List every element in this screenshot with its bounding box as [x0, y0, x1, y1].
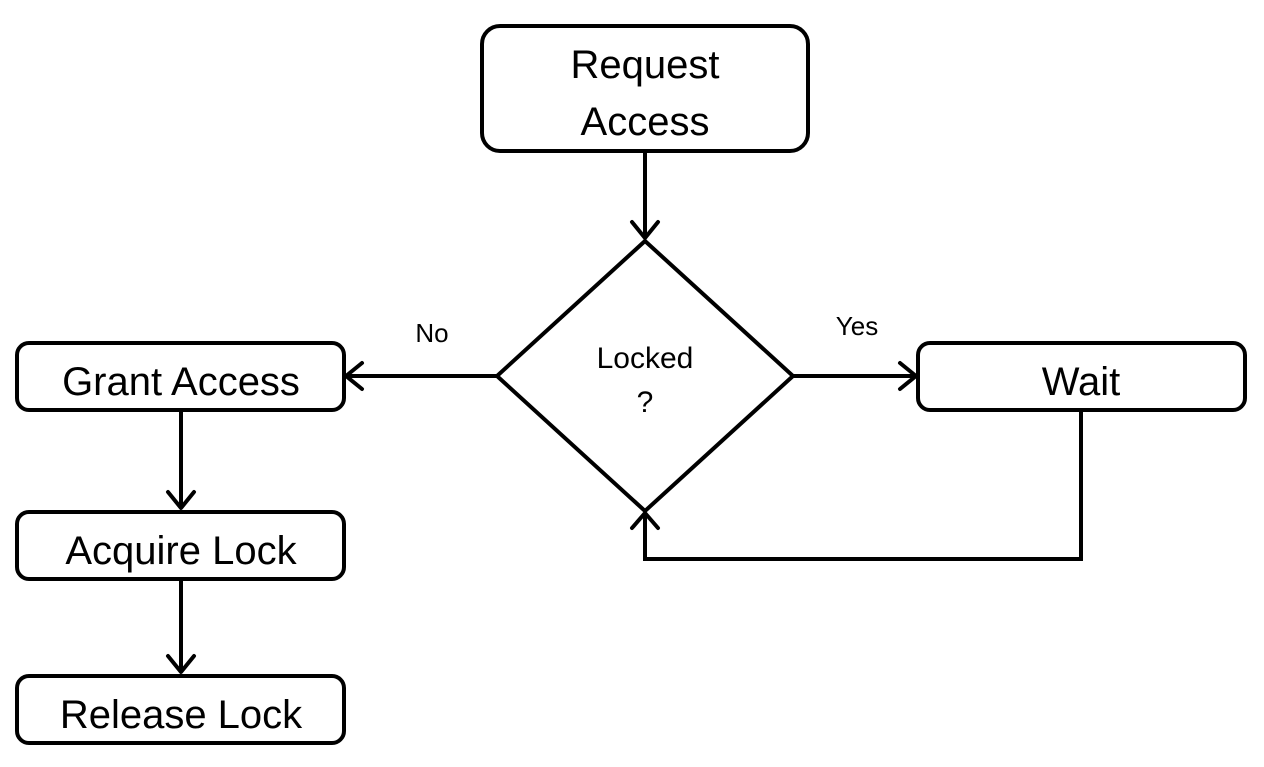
locked-decision-diamond [494, 238, 796, 514]
grant-access-label: Grant Access [62, 360, 300, 404]
request-access-label-line2: Access [581, 100, 710, 144]
locked-decision-label-line1: Locked [597, 342, 694, 375]
edge-label-no: No [415, 318, 448, 348]
edge-label-yes: Yes [836, 311, 878, 341]
arrowhead-acquire-to-release [166, 654, 196, 674]
arrowhead-wait-loop-back [630, 511, 660, 530]
wait-label: Wait [1042, 360, 1121, 404]
release-lock-box [15, 674, 346, 745]
connector-wait-loop-back [643, 410, 1083, 561]
acquire-lock-label: Acquire Lock [65, 529, 297, 573]
release-lock-label: Release Lock [60, 693, 303, 737]
arrowhead-request-to-decision [630, 220, 660, 240]
request-access-label-line1: Request [571, 43, 720, 87]
locked-decision-label-line2: ? [637, 386, 654, 419]
arrowhead-grant-to-acquire [166, 490, 196, 510]
